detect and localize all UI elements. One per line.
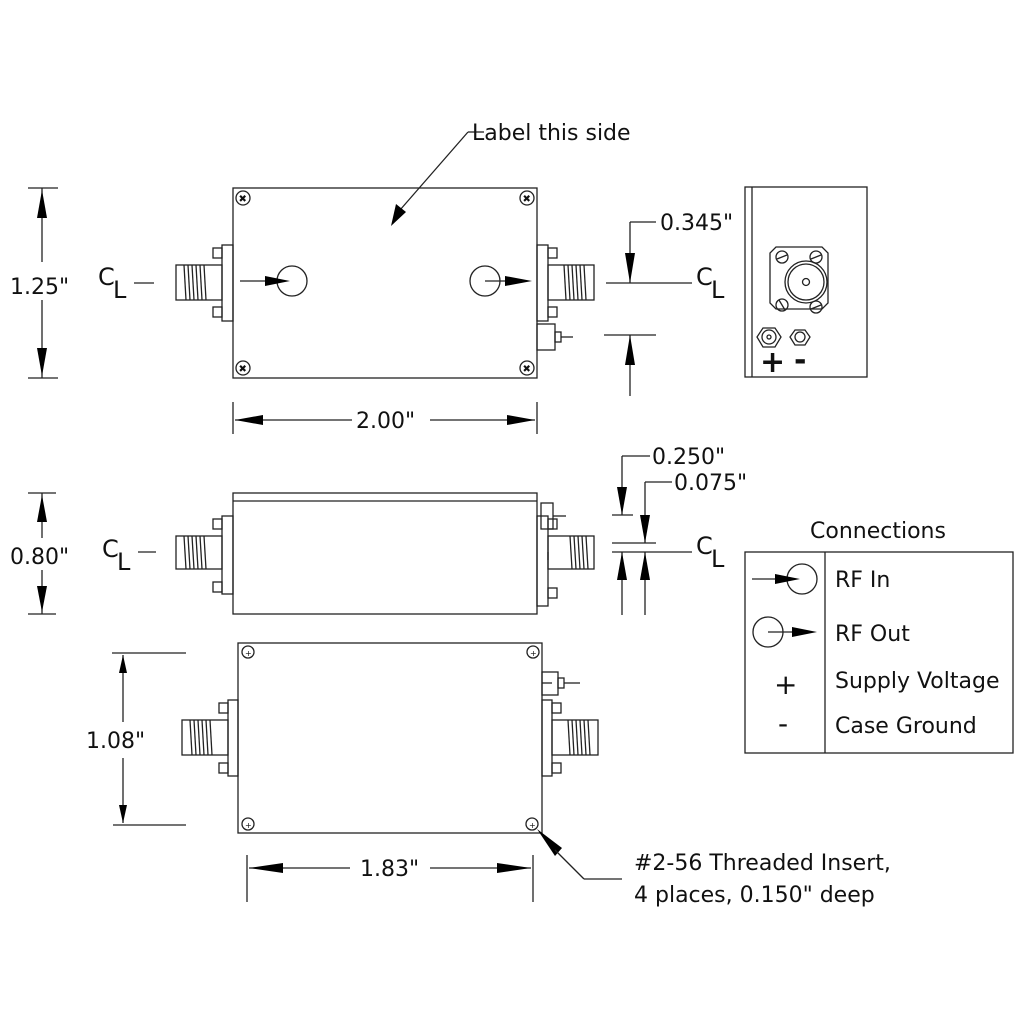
svg-text:+: + — [530, 649, 537, 658]
connections-legend: Connections RF In RF Out + Supply Voltag… — [744, 519, 1014, 754]
rf-out-icon — [752, 616, 817, 648]
svg-text:0.075": 0.075" — [674, 471, 747, 496]
rf-in-marker-icon — [240, 265, 308, 297]
legend-label: Case Ground — [835, 714, 977, 739]
dimension-width-top: 2.00" — [232, 402, 538, 434]
svg-text:L: L — [711, 545, 725, 573]
label-side-text: Label this side — [472, 121, 631, 146]
svg-text:L: L — [113, 276, 127, 304]
sma-connector-left-icon — [175, 244, 234, 322]
minus-label: - — [794, 343, 806, 378]
sma-connector-left-icon — [175, 515, 234, 595]
plus-icon: + — [774, 668, 797, 701]
legend-label: Supply Voltage — [835, 669, 999, 694]
threaded-insert-callout: #2-56 Threaded Insert, 4 places, 0.150" … — [537, 829, 891, 908]
dimension-height-bottom: 1.08" — [86, 652, 186, 826]
svg-text:✖: ✖ — [239, 194, 247, 205]
svg-text:C: C — [102, 535, 119, 563]
svg-text:0.80": 0.80" — [10, 545, 69, 570]
ground-terminal-icon — [789, 329, 811, 346]
dimension-height-side: 0.80" — [10, 492, 69, 615]
svg-text:+: + — [245, 821, 252, 830]
rf-in-icon — [752, 563, 818, 595]
dimension-connector-offset: 0.345" C L — [604, 211, 733, 396]
svg-text:C: C — [696, 532, 713, 560]
top-view: ✖ ✖ ✖ ✖ — [10, 121, 733, 434]
side-view: C L 0.80" 0.250" 0.075" — [10, 445, 747, 615]
sma-flange-icon — [769, 246, 829, 314]
svg-text:✖: ✖ — [239, 364, 247, 375]
svg-text:2.00": 2.00" — [356, 409, 415, 434]
rf-out-marker-icon — [469, 265, 532, 297]
svg-text:1.08": 1.08" — [86, 729, 145, 754]
sma-connector-right-icon — [541, 699, 599, 777]
sma-connector-right-icon — [536, 244, 595, 322]
label-side-callout: Label this side — [391, 121, 631, 226]
svg-text:1.25": 1.25" — [10, 275, 69, 300]
screw-icon: ✖ ✖ ✖ ✖ — [235, 190, 535, 376]
sma-connector-left-icon — [181, 699, 239, 777]
legend-label: RF Out — [835, 622, 910, 647]
dimension-height-top: 1.25" — [10, 187, 69, 379]
svg-text:0.250": 0.250" — [652, 445, 725, 470]
svg-text:L: L — [711, 276, 725, 304]
threaded-insert-text-1: #2-56 Threaded Insert, — [634, 851, 891, 876]
legend-label: RF In — [835, 568, 890, 593]
dimension-side-offsets: 0.250" 0.075" C L — [612, 445, 747, 615]
dimension-width-bottom: 1.83" — [246, 855, 534, 902]
svg-text:✖: ✖ — [523, 194, 531, 205]
feedthrough-pin-icon — [536, 323, 573, 351]
feedthrough-pin-icon — [541, 671, 580, 696]
threaded-insert-icon: + + + + — [241, 645, 540, 831]
svg-text:+: + — [245, 649, 252, 658]
legend-title: Connections — [810, 519, 946, 544]
plus-label: + — [760, 345, 785, 380]
svg-text:C: C — [696, 263, 713, 291]
bottom-view: + + + + — [86, 642, 891, 908]
svg-text:L: L — [117, 548, 131, 576]
svg-text:1.83": 1.83" — [360, 857, 419, 882]
svg-text:+: + — [529, 821, 536, 830]
centerline-marker: C L — [102, 535, 156, 576]
svg-text:C: C — [98, 263, 115, 291]
supply-terminal-icon — [756, 327, 782, 348]
svg-text:✖: ✖ — [523, 364, 531, 375]
minus-icon: - — [778, 707, 788, 740]
sma-connector-right-icon — [536, 502, 595, 607]
centerline-marker: C L — [98, 263, 154, 304]
threaded-insert-text-2: 4 places, 0.150" deep — [634, 883, 875, 908]
svg-text:0.345": 0.345" — [660, 211, 733, 236]
end-view: + - — [744, 186, 868, 380]
